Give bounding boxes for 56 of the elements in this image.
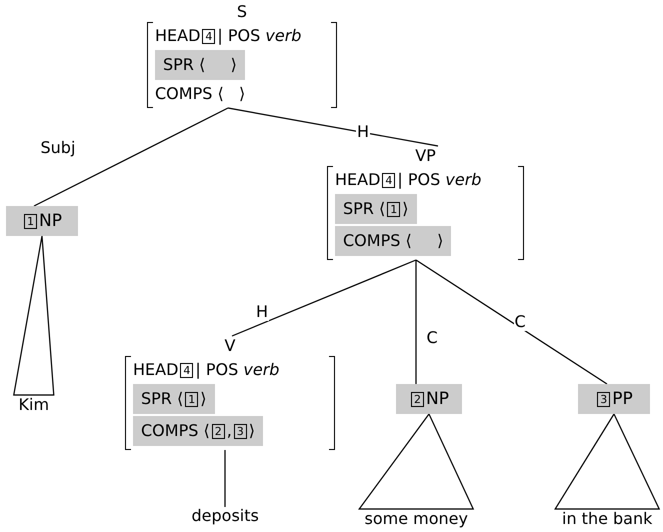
category-label: VP <box>415 146 436 166</box>
tag-box: 3 <box>234 424 247 438</box>
tag-box: 1 <box>24 214 38 228</box>
word-label: deposits <box>192 507 259 525</box>
edge-label: Subj <box>40 139 76 157</box>
tag-box: 1 <box>387 202 400 216</box>
tree-branch <box>232 259 416 337</box>
tree-branch <box>416 260 608 384</box>
edge-label: C <box>514 313 527 331</box>
feature-label: HEAD <box>155 25 200 47</box>
tree-branch <box>224 450 226 507</box>
feature-label: ⟩ <box>200 388 206 410</box>
triangle-branch <box>554 412 660 510</box>
feature-label: SPR ⟨ <box>343 198 386 220</box>
word-label: in the bank <box>562 510 652 528</box>
feature-row <box>155 50 245 80</box>
word-label: some money <box>364 510 468 528</box>
feature-label: COMPS ⟨ ⟩ <box>343 230 444 252</box>
feature-row <box>133 416 264 446</box>
triangle-branch <box>358 412 474 510</box>
tag-box: 4 <box>382 172 396 188</box>
category-label: S <box>236 2 248 22</box>
triangle-branch <box>13 235 54 396</box>
phrase-box <box>6 206 78 236</box>
feature-label: NP <box>39 211 62 231</box>
feature-label: COMPS ⟨ <box>141 420 210 442</box>
feature-label: SPR ⟨ ⟩ <box>163 54 237 76</box>
feature-label: PP <box>612 389 633 409</box>
feature-label: COMPS ⟨ ⟩ <box>155 83 246 105</box>
tree-branch <box>34 107 228 207</box>
edge-label: H <box>255 303 270 321</box>
feature-label: HEAD <box>133 359 178 381</box>
feature-label: SPR ⟨ <box>141 388 184 410</box>
feature-label: ⟩ <box>248 420 256 442</box>
tree-branch <box>228 107 438 147</box>
feature-label: | POS verb <box>217 25 302 47</box>
word-label: Kim <box>18 396 50 414</box>
feature-row <box>133 384 214 414</box>
tree-branch <box>415 260 417 384</box>
tag-box: 3 <box>597 392 610 406</box>
tag-box: 4 <box>180 362 194 378</box>
feature-label: NP <box>426 389 449 409</box>
tag-box: 2 <box>411 392 424 406</box>
tag-box: 4 <box>202 28 216 44</box>
tag-box: 2 <box>212 424 225 438</box>
tag-box: 1 <box>185 392 198 406</box>
category-label: V <box>224 336 236 356</box>
phrase-box <box>396 384 462 414</box>
phrase-box <box>578 384 650 414</box>
feature-row <box>335 226 452 256</box>
feature-label: ⟩ <box>402 198 408 220</box>
feature-label: , <box>226 420 232 442</box>
feature-label: | POS verb <box>397 169 482 191</box>
feature-row <box>335 194 416 224</box>
feature-label: HEAD <box>335 169 380 191</box>
feature-label: | POS verb <box>195 359 280 381</box>
